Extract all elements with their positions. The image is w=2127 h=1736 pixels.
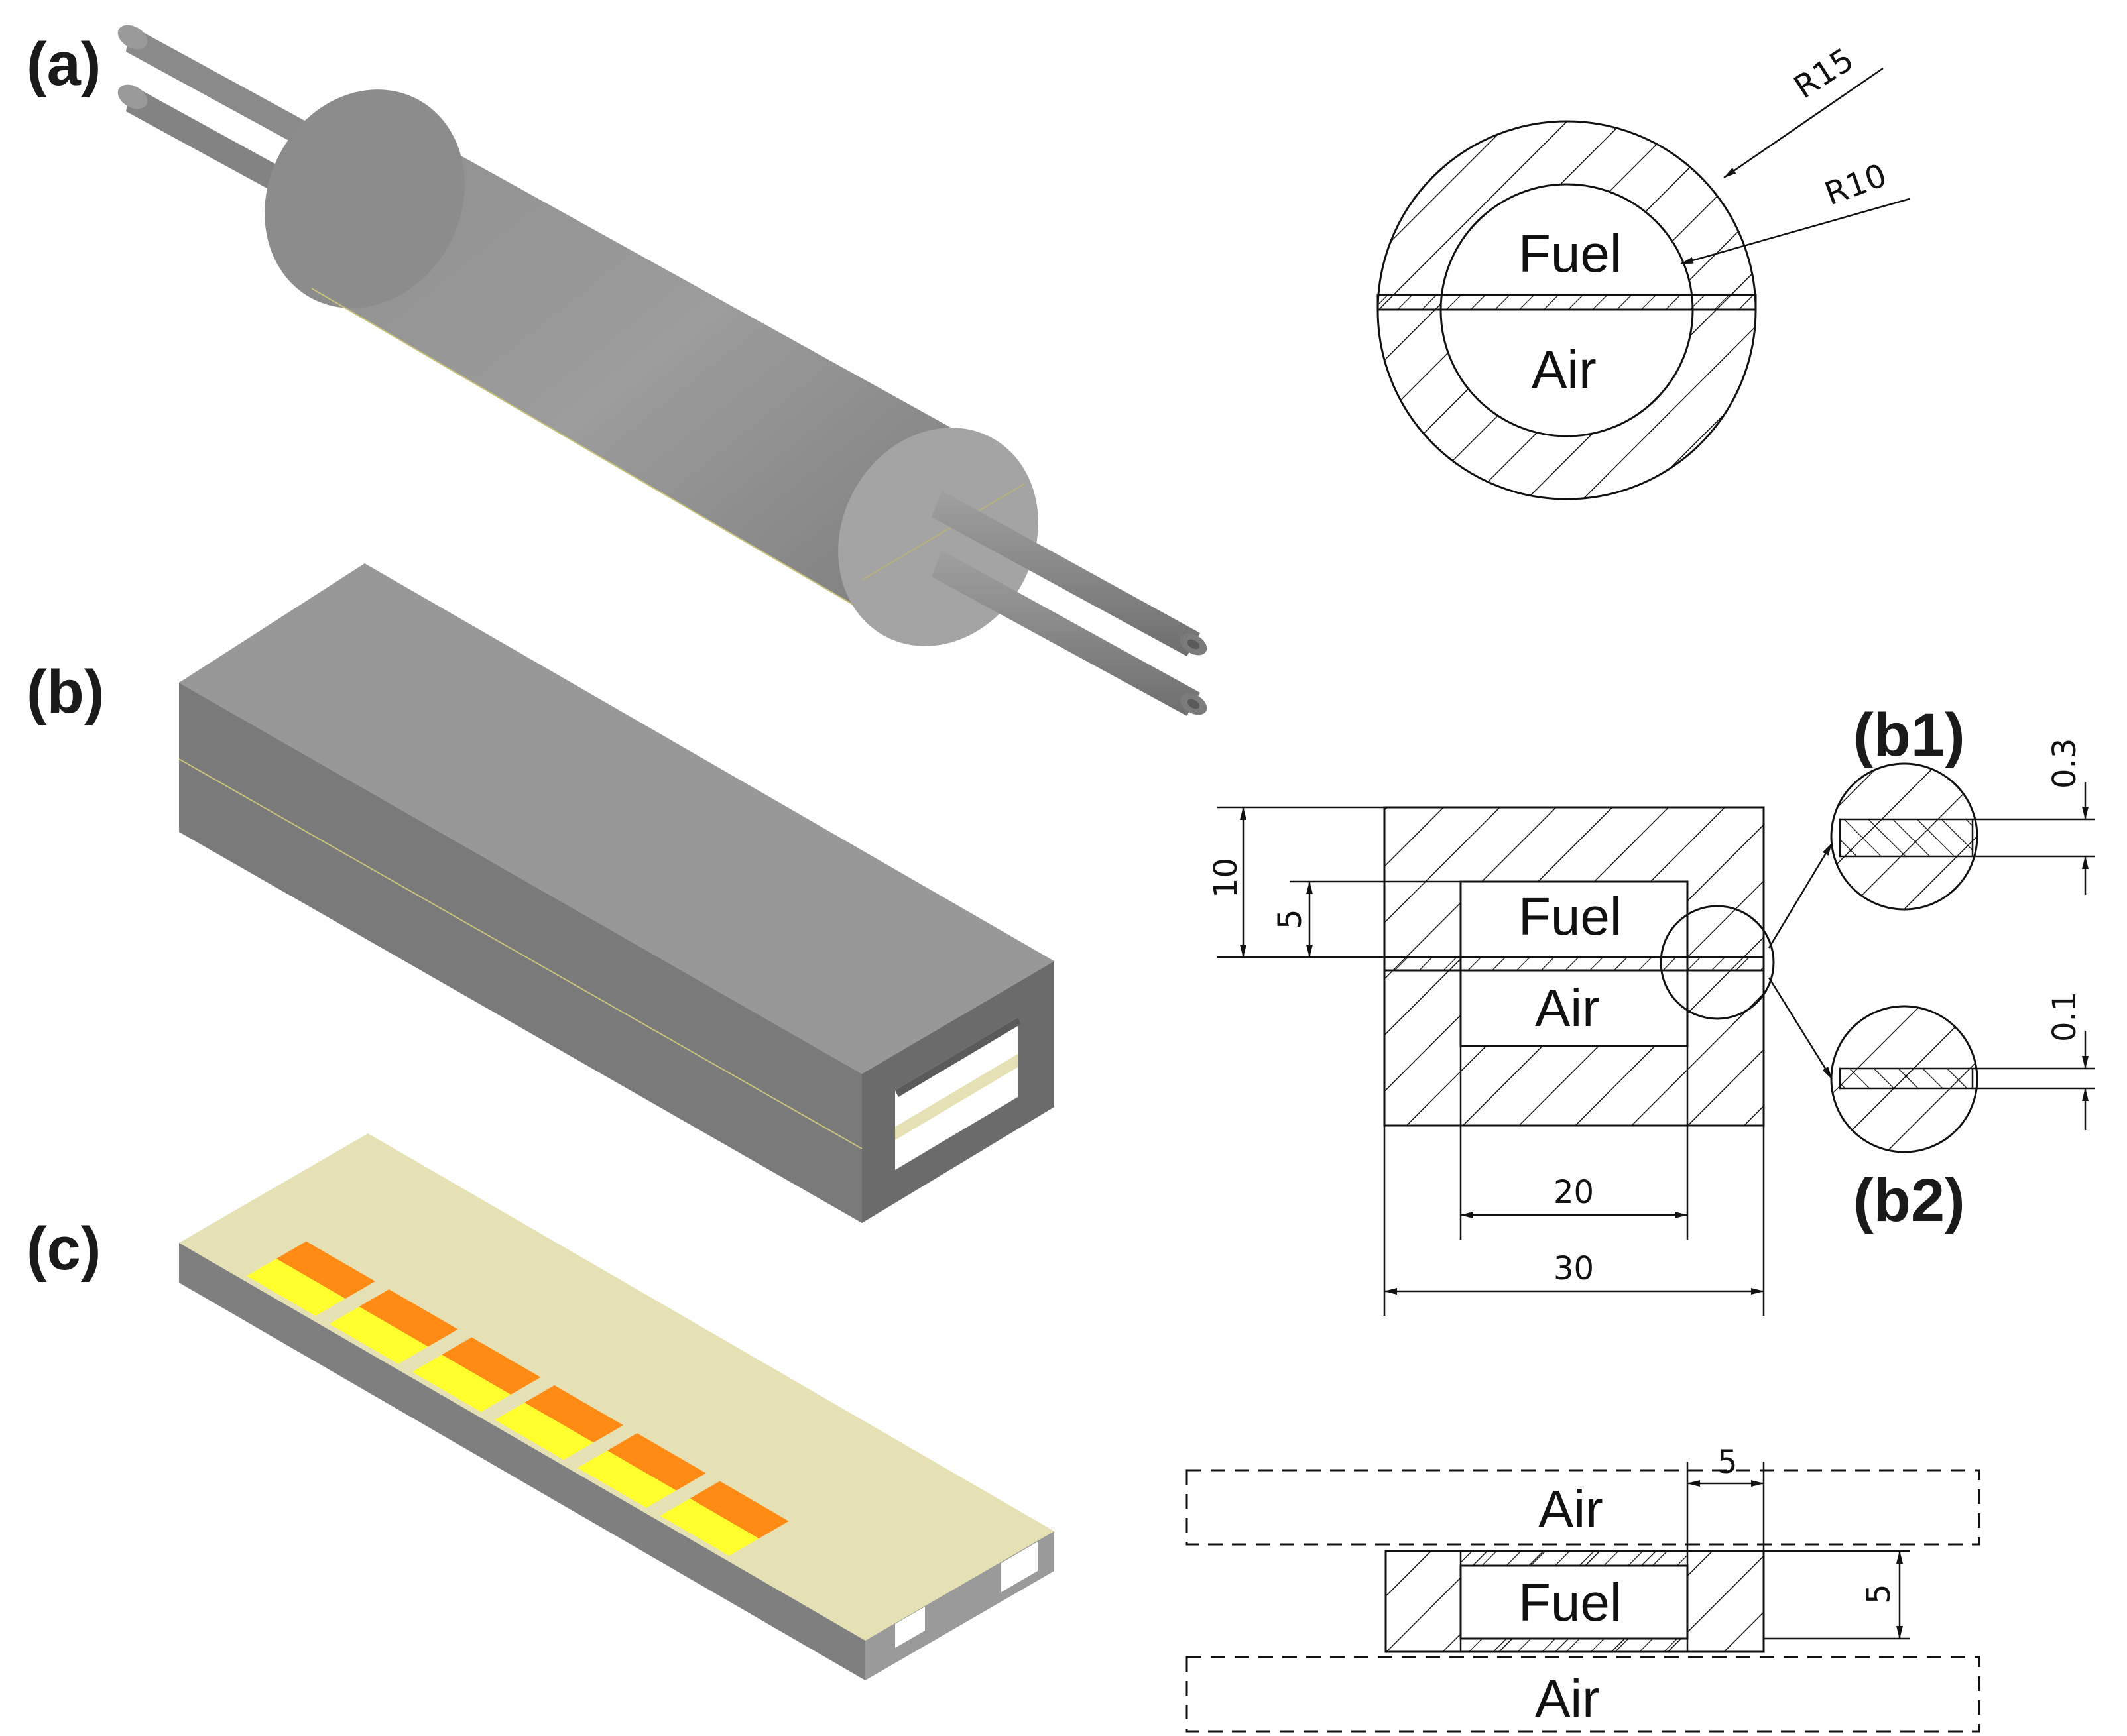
panel-label-b2: (b2) — [1853, 1167, 1965, 1234]
planar-cell-3d — [178, 563, 1054, 1223]
cathode-segment — [247, 1258, 345, 1316]
cylinder-back-cap — [265, 89, 465, 308]
dim-b2-thickness: 0.1 — [2046, 992, 2083, 1042]
dim-total-height: 10 — [1207, 858, 1245, 898]
outlet-tubes — [932, 491, 1207, 716]
planar-cross-section: Air Fuel Air 5 5 — [1185, 1444, 1980, 1733]
anode-segment — [524, 1385, 624, 1443]
cathode-segment — [329, 1306, 428, 1364]
panel-label-c: (c) — [27, 1215, 101, 1283]
segmented-cell-3d — [179, 1133, 1054, 1680]
fuel-label: Fuel — [1518, 1573, 1622, 1632]
circular-cross-section: Fuel Air R15 R10 — [1376, 41, 1910, 500]
r15-label: R15 — [1788, 41, 1860, 106]
anode-segment — [276, 1241, 375, 1299]
air-channel-bottom — [1185, 1656, 1980, 1733]
detail-b2: 0.1 (b2) — [1830, 992, 2095, 1234]
dim-channel-height: 5 — [1272, 909, 1309, 929]
cathode-segment — [577, 1450, 676, 1508]
rectangular-cross-section: Fuel Air 10 5 20 30 — [1207, 806, 1833, 1316]
air-label: Air — [1532, 340, 1597, 399]
air-channel-top — [1185, 1469, 1980, 1546]
air-top-label: Air — [1538, 1479, 1603, 1538]
panel-label-a: (a) — [27, 30, 101, 98]
air-bottom-label: Air — [1535, 1669, 1600, 1728]
cathode-segment — [495, 1402, 594, 1460]
box-left-face — [179, 683, 862, 1223]
anode-segment — [690, 1481, 789, 1538]
anode-segment — [607, 1433, 706, 1491]
anode-segment — [359, 1289, 458, 1347]
dim-b1-thickness: 0.3 — [2046, 738, 2083, 789]
cell-segments — [247, 1241, 789, 1556]
fuel-label: Fuel — [1518, 887, 1622, 946]
plate-top-face — [179, 1133, 1054, 1641]
air-label: Air — [1535, 978, 1600, 1037]
cylinder-body — [312, 106, 975, 633]
anode-segment — [442, 1337, 541, 1395]
fuel-label: Fuel — [1518, 224, 1622, 283]
dim-height: 5 — [1860, 1584, 1898, 1604]
cathode-segment — [660, 1498, 759, 1556]
box-top-face — [179, 563, 1054, 1074]
dim-wall: 5 — [1717, 1444, 1738, 1481]
detail-b1: (b1) 0.3 — [1830, 701, 2095, 911]
plate-left-face — [179, 1243, 865, 1680]
tubular-cell-3d — [117, 25, 1207, 716]
panel-label-b1: (b1) — [1853, 701, 1965, 769]
panel-label-b: (b) — [27, 658, 104, 726]
electrolyte-layer — [1376, 294, 1757, 311]
dim-channel-width: 20 — [1553, 1174, 1594, 1211]
cathode-segment — [412, 1354, 511, 1413]
dim-total-width: 30 — [1553, 1250, 1594, 1287]
r10-label: R10 — [1820, 156, 1892, 213]
electrolyte-layer — [1383, 956, 1765, 972]
